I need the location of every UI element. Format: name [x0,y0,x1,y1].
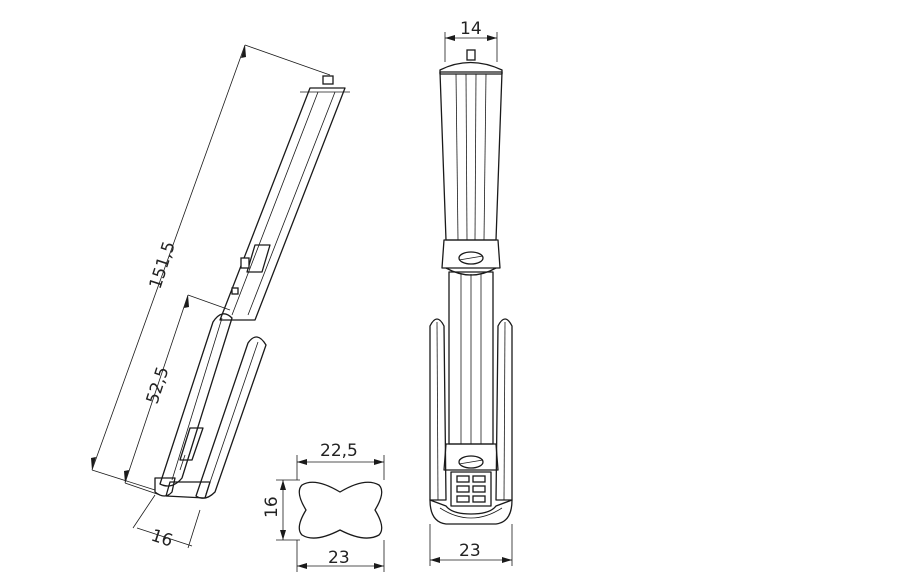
side-leg-right [195,336,267,499]
front-lower-column [448,271,494,445]
front-upper-column [439,71,503,241]
dim-leg-length-label: 52,5 [143,364,174,406]
front-leg-right [495,318,513,501]
profile-section: 22,5 16 23 [262,441,385,572]
front-top-width-label: 14 [460,19,482,39]
profile-width-top-label: 22,5 [320,441,358,461]
front-leg-left [429,318,447,501]
profile-shape [298,481,383,539]
dim-base-width: 16 [132,494,201,552]
side-view: 151,5 52,5 16 [91,44,350,552]
dim-base-width-label: 16 [148,526,175,552]
front-top-cap [439,49,503,75]
front-bottom-width-label: 23 [459,541,481,561]
side-column [219,75,350,321]
profile-width-bottom-label: 23 [328,548,350,568]
profile-height-label: 16 [262,496,282,518]
front-lower-clamp [443,443,499,471]
front-connector-block [450,471,492,507]
dim-total-length: 151,5 [91,44,331,491]
dim-total-length-label: 151,5 [146,239,180,291]
front-base [429,499,513,525]
front-view: 14 [429,19,513,566]
side-lower-detail [154,427,211,499]
front-mid-clamp [441,239,501,276]
side-leg-left [159,313,233,487]
